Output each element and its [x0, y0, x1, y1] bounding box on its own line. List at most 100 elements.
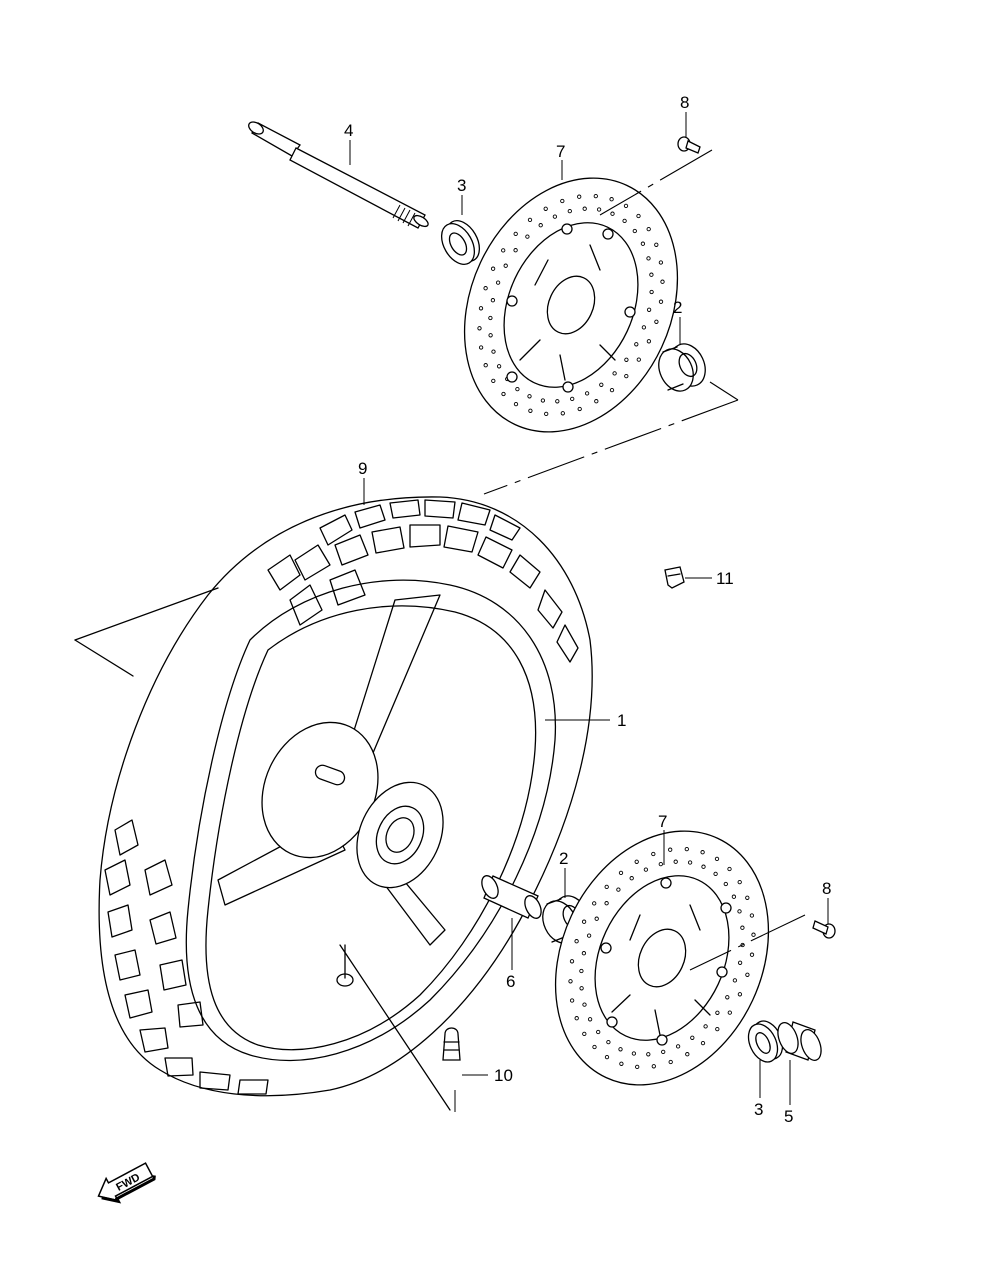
disc-hole: [610, 211, 615, 216]
brake-disc-top: [463, 177, 679, 433]
disc-hole: [658, 299, 664, 304]
disc-hole: [604, 1054, 610, 1060]
disc-hole: [732, 978, 738, 983]
disc-screw-bottom: [812, 920, 836, 939]
forward-arrow-badge: FWD: [97, 1162, 156, 1204]
callout-4: 4: [344, 121, 353, 140]
disc-hole: [582, 1031, 587, 1037]
disc-hole: [478, 345, 484, 350]
tread-block: [114, 949, 141, 981]
disc-hole: [581, 951, 587, 956]
disc-hole: [640, 241, 646, 246]
disc-hole: [684, 846, 689, 852]
disc-hole: [700, 850, 705, 855]
disc-hole: [629, 876, 634, 881]
disc-hole: [727, 866, 732, 872]
disc-hole: [592, 1044, 597, 1050]
disc-hole: [513, 231, 518, 237]
leader-lines: [74, 112, 829, 1112]
tread-block: [139, 1027, 169, 1053]
disc-hole: [737, 879, 742, 885]
disc-hole: [646, 1052, 651, 1057]
disc-hole: [544, 411, 549, 417]
disc-hole: [675, 1044, 681, 1049]
disc-hole: [488, 315, 493, 321]
disc-hole: [491, 349, 496, 354]
disc-hole: [634, 859, 639, 864]
disc-hole: [599, 382, 604, 387]
disc-hole: [581, 919, 587, 924]
disc-hole: [715, 1026, 720, 1032]
callout-labels: 4 3 7 8 2 9 11 1 7 2 8 6 10 3 5: [344, 93, 831, 1126]
disc-hole: [635, 1064, 640, 1070]
disc-hole: [745, 895, 750, 900]
disc-hole: [646, 226, 651, 232]
disc-hole: [703, 1024, 708, 1029]
callout-10: 10: [494, 1066, 513, 1085]
disc-hole: [574, 1016, 579, 1021]
disc-hole: [594, 399, 599, 404]
callout-2-top: 2: [673, 298, 682, 317]
disc-hole: [641, 325, 647, 330]
disc-hole: [604, 884, 609, 890]
bearing-top: [658, 343, 706, 392]
wheel-assembly: [98, 496, 593, 1097]
disc-hole: [596, 1029, 601, 1035]
callout-8-bottom: 8: [822, 879, 831, 898]
tread-block: [124, 989, 153, 1019]
disc-hole: [646, 339, 652, 344]
disc-hole: [713, 871, 718, 877]
spacer-tube: [481, 875, 542, 919]
tread-block: [294, 544, 331, 581]
tread-block: [107, 904, 133, 938]
tread-block: [537, 589, 563, 629]
disc-hole: [569, 959, 575, 964]
tire-valve: [442, 1027, 461, 1061]
disc-hole: [567, 208, 572, 214]
disc-hole: [543, 206, 548, 211]
callout-7-bottom: 7: [658, 812, 667, 831]
disc-hole: [490, 298, 496, 303]
disc-hole: [527, 217, 533, 223]
tread-block: [509, 554, 541, 589]
disc-hole: [654, 242, 659, 247]
tread-block: [164, 1057, 194, 1077]
disc-hole: [609, 197, 614, 202]
disc-hole: [582, 1002, 587, 1007]
disc-hole: [587, 1017, 593, 1022]
disc-hole: [649, 272, 654, 277]
tread-block: [199, 1071, 231, 1091]
disc-hole: [687, 860, 693, 865]
tread-block: [424, 499, 456, 519]
disc-hole: [727, 1010, 732, 1015]
tread-block: [159, 959, 187, 991]
disc-hole: [503, 263, 508, 268]
disc-hole: [555, 399, 560, 404]
disc-hole: [490, 266, 496, 271]
disc-hole: [593, 193, 598, 199]
callout-6: 6: [506, 972, 515, 991]
disc-hole: [658, 861, 663, 867]
tread-block: [457, 502, 491, 526]
disc-hole: [483, 286, 488, 291]
disc-hole: [731, 894, 737, 899]
disc-hole: [651, 851, 656, 857]
disc-hole: [609, 387, 615, 393]
tire-tread-left: [104, 819, 269, 1095]
callout-1: 1: [617, 711, 626, 730]
disc-hole: [501, 391, 506, 397]
callout-8-top: 8: [680, 93, 689, 112]
disc-hole: [749, 952, 755, 957]
disc-hole: [701, 864, 706, 869]
disc-hole: [538, 223, 543, 228]
disc-hole: [632, 228, 637, 234]
callout-3-top: 3: [457, 176, 466, 195]
disc-hole: [700, 1040, 706, 1046]
tread-block: [319, 514, 353, 546]
disc-hole: [491, 378, 496, 384]
disc-hole: [525, 234, 530, 239]
disc-hole: [477, 326, 482, 331]
disc-hole: [751, 932, 756, 937]
